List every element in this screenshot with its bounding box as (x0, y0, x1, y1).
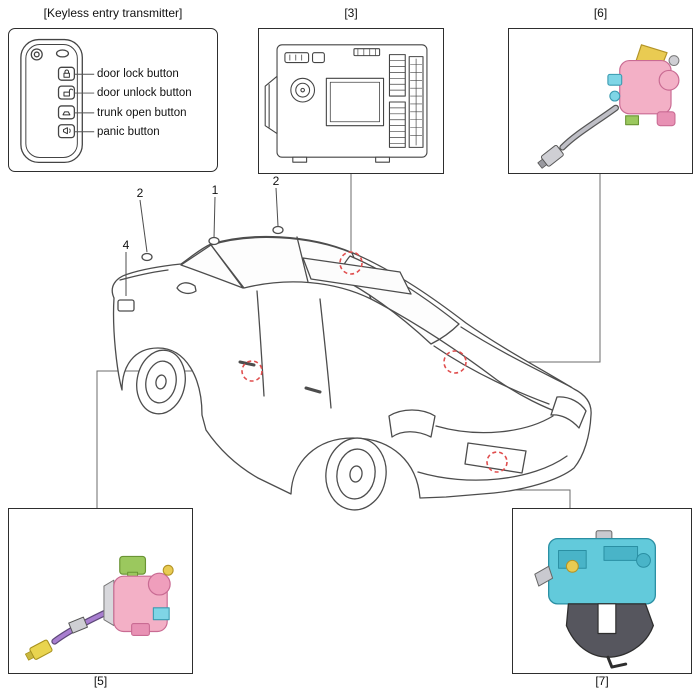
cable-mid-connector (68, 616, 88, 634)
sunroof (302, 257, 412, 295)
latch-release-lever (606, 655, 628, 669)
trunk-latch-panel (512, 508, 692, 674)
trunk-open-button-label: trunk open button (97, 107, 187, 119)
panel3-ref-label: [3] (344, 6, 358, 20)
module-top-connector (353, 48, 381, 57)
actuator-gray-pin (668, 55, 680, 66)
actuator-body-detail (656, 111, 676, 127)
shoulder-line (370, 298, 564, 415)
callout-1: 1 (211, 183, 219, 197)
panel6-ref-label: [6] (593, 6, 608, 20)
trunk-latch-illustration (534, 530, 656, 669)
module-pin-block-bottom (388, 101, 406, 148)
transmitter-title: [Keyless entry transmitter] (43, 6, 183, 20)
front-wheel (136, 349, 186, 415)
latch-housing-detail-b (603, 546, 639, 561)
actuator-green-part (119, 555, 147, 575)
callout-2b: 2 (272, 174, 280, 188)
bumper-crease (417, 455, 568, 481)
front-door-handle (238, 360, 256, 367)
actuator-yellow-pin (162, 564, 174, 576)
keyring-hole (30, 48, 43, 61)
latch-striker-slot (597, 603, 617, 635)
actuator-body-detail (131, 623, 150, 637)
panel5-ref-label: [5] (93, 674, 108, 688)
leader-callout-1 (213, 196, 216, 239)
location-markers (241, 251, 508, 473)
b-pillar (296, 236, 309, 283)
actuator-green-part (625, 115, 640, 126)
module-pin-block-top (388, 54, 406, 97)
taillight-right (550, 396, 587, 429)
door-lock-actuator-upper-panel (508, 28, 693, 174)
module-foot-left (292, 156, 308, 163)
connector-panel6 (467, 174, 601, 363)
actuator-cyan-part (152, 607, 170, 621)
panel7-ref-label: [7] (595, 674, 609, 688)
license-plate (464, 442, 527, 474)
car-outline (111, 225, 592, 511)
door-unlock-button-label: door unlock button (97, 87, 192, 99)
callout-4: 4 (122, 238, 130, 252)
actuator-bracket (103, 579, 115, 627)
marker-front-door (241, 360, 263, 382)
transmitter-panel: door lock button door unlock button trun… (8, 28, 218, 172)
fob-top-button (55, 49, 70, 58)
marker-rear-shelf (443, 350, 467, 374)
key-fob-illustration (20, 38, 95, 164)
door-lock-actuator-lower-illustration (24, 555, 174, 661)
antenna-marks (117, 225, 284, 312)
panic-button-icon (57, 124, 76, 139)
rear-door-line (319, 298, 332, 409)
fob-inner-outline (25, 44, 78, 158)
module-foot-right (375, 156, 391, 163)
marker-roof-module (339, 251, 363, 275)
leader-callout-2a (139, 199, 148, 253)
roof-antenna-center (272, 225, 284, 235)
marker-trunk-lid (486, 451, 508, 473)
actuator-cable (560, 105, 618, 150)
door-lock-actuator-lower-panel (8, 508, 193, 674)
module-label-area (284, 52, 310, 64)
actuator-cyan-part (607, 73, 623, 86)
latch-yellow-pin (565, 559, 579, 573)
latch-housing (548, 537, 656, 605)
door-lock-actuator-upper-illustration (537, 44, 680, 169)
trunk-edge (435, 415, 554, 434)
front-door-line (256, 290, 265, 397)
headlight-line (119, 269, 169, 281)
smart-key-module-panel (258, 28, 444, 174)
callout-leader-lines (125, 187, 279, 296)
module-relay-box (325, 77, 385, 127)
trunk-crease (460, 326, 572, 388)
leader-callout-2b (275, 187, 279, 227)
module-side-bracket (264, 75, 278, 135)
cowl-antenna (141, 252, 153, 262)
control-module-illustration (264, 44, 428, 163)
keyring-hole-inner (33, 51, 40, 58)
taillight-left (388, 409, 436, 438)
side-mirror (176, 282, 197, 295)
windshield (180, 244, 244, 289)
callout-2a: 2 (136, 186, 144, 200)
rear-wheel (325, 437, 387, 511)
roof-antenna-front (208, 236, 220, 246)
fender-module (117, 299, 135, 312)
rear-door-handle (304, 386, 322, 394)
door-lock-button-label: door lock button (97, 68, 179, 80)
panic-button-label: panic button (97, 126, 160, 138)
fob-body (20, 38, 83, 164)
latch-side-lever (534, 565, 554, 587)
